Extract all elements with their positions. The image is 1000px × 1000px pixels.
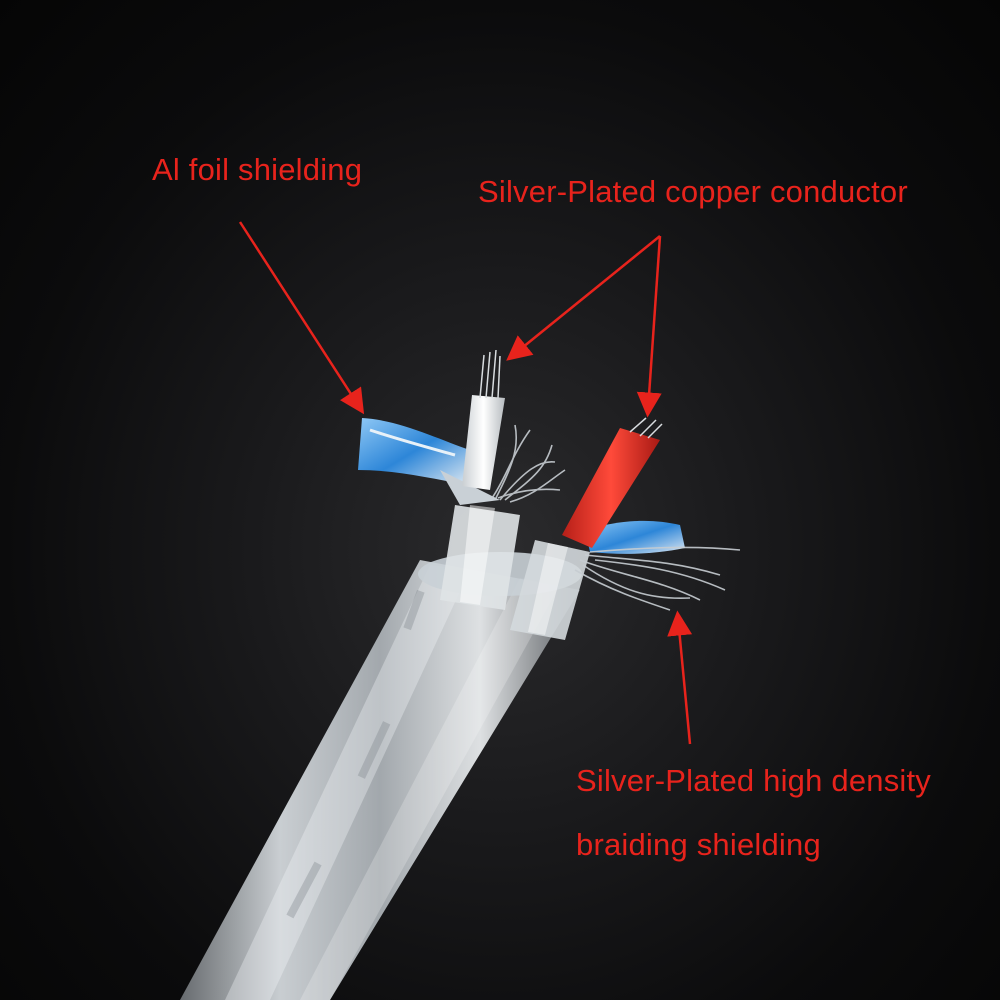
jacket-print [286, 589, 425, 919]
white-conductor [462, 349, 505, 490]
inner-core-left [440, 505, 520, 610]
label-al-foil-shielding: Al foil shielding [152, 152, 363, 187]
al-foil-left [358, 418, 500, 505]
braid-strands-left [491, 424, 566, 503]
braid-strands-right [574, 546, 741, 611]
label-braid-line-1: Silver-Plated high density [576, 763, 931, 798]
label-braid-line-2: braiding shielding [576, 827, 821, 862]
al-foil-right [585, 520, 685, 554]
label-silver-plated-conductor: Silver-Plated copper conductor [478, 174, 908, 209]
inner-core-right [510, 540, 590, 640]
red-conductor [562, 417, 663, 548]
